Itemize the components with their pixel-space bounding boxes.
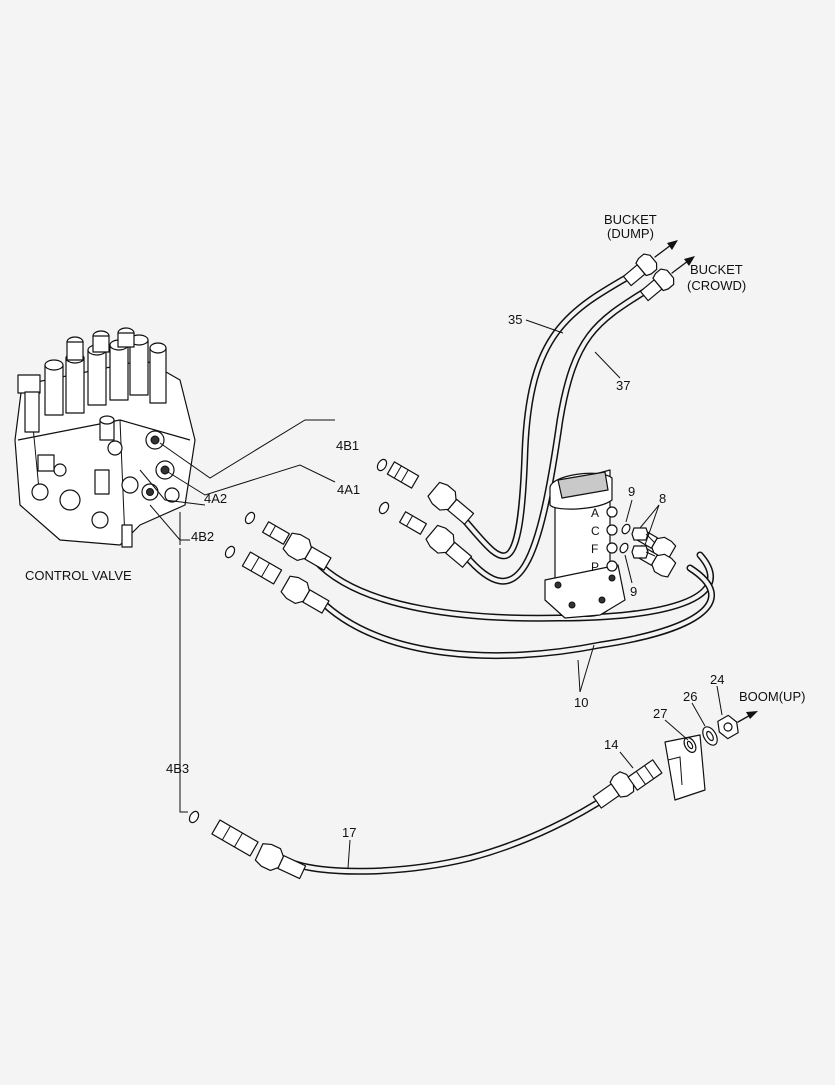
callout-9-top: 9 <box>628 484 635 499</box>
control-valve <box>14 327 196 548</box>
callout-14: 14 <box>604 737 618 752</box>
callout-leaders <box>347 319 723 869</box>
swivel-port-p-label: P <box>591 560 599 574</box>
o-rings <box>188 458 631 824</box>
port-4b1-label: 4B1 <box>336 438 359 453</box>
callout-37: 37 <box>616 378 630 393</box>
port-leaders <box>139 419 336 813</box>
control-valve-label: CONTROL VALVE <box>25 568 132 583</box>
callout-10: 10 <box>574 695 588 710</box>
swivel-port-a-label: A <box>591 506 599 520</box>
text-labels: CONTROL VALVE BUCKET (DUMP) BUCKET (CROW… <box>25 212 805 840</box>
callout-9-bottom: 9 <box>630 584 637 599</box>
callout-17: 17 <box>342 825 356 840</box>
port-4b3-label: 4B3 <box>166 761 189 776</box>
swivel-port-f-label: F <box>591 542 598 556</box>
direction-arrows <box>654 240 758 723</box>
callout-26: 26 <box>683 689 697 704</box>
port-4a1-label: 4A1 <box>337 482 360 497</box>
adapters <box>211 461 427 857</box>
callout-35: 35 <box>508 312 522 327</box>
callout-24: 24 <box>710 672 724 687</box>
callout-27: 27 <box>653 706 667 721</box>
port-4b2-label: 4B2 <box>191 529 214 544</box>
hoses <box>286 266 715 875</box>
bucket-crowd-label-1: BUCKET <box>690 262 743 277</box>
callout-8: 8 <box>659 491 666 506</box>
bucket-dump-label-1: BUCKET <box>604 212 657 227</box>
hose-fittings <box>254 253 677 880</box>
port-4a2-label: 4A2 <box>204 491 227 506</box>
boom-fittings <box>627 714 739 801</box>
swivel-port-c-label: C <box>591 524 600 538</box>
valve-ports <box>99 415 180 503</box>
swivel <box>544 469 656 619</box>
boom-up-label: BOOM(UP) <box>739 689 805 704</box>
bucket-crowd-label-2: (CROWD) <box>687 278 746 293</box>
valve-spools <box>44 327 167 416</box>
bucket-dump-label-2: (DUMP) <box>607 226 654 241</box>
